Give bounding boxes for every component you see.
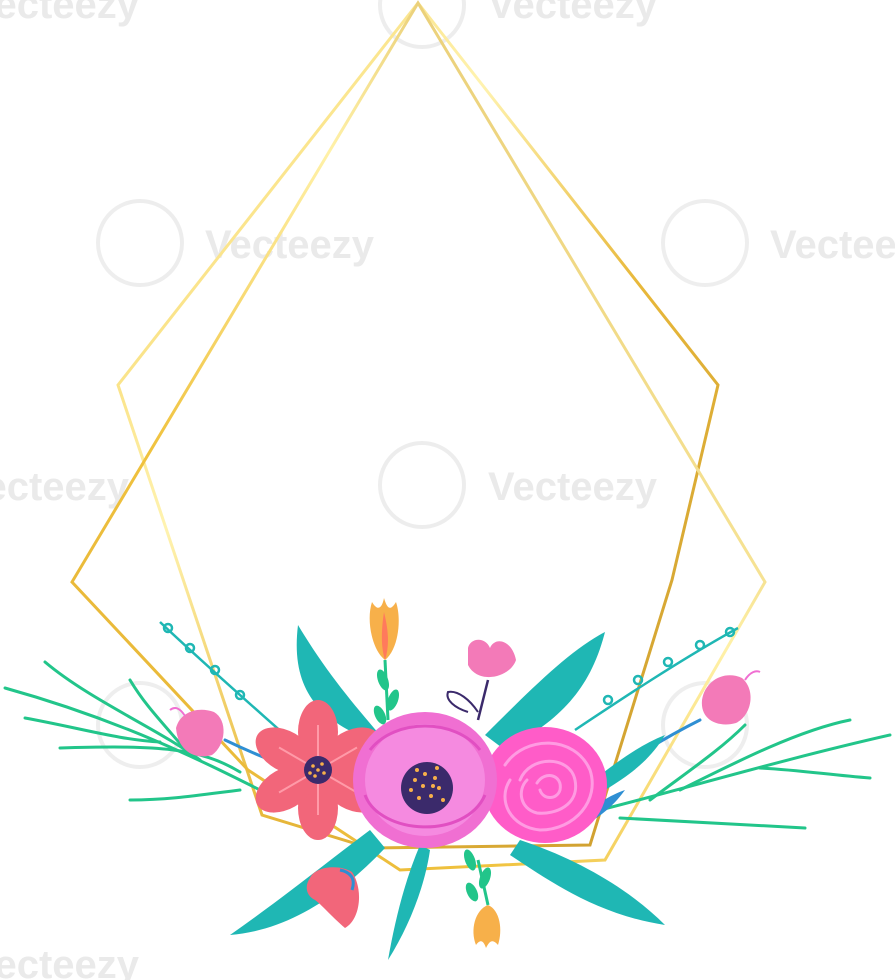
leaf-left-upper xyxy=(296,625,380,740)
watermark-text-5: Vecteezy xyxy=(488,0,658,27)
tulip-bud-left xyxy=(169,707,224,757)
leaf-right-upper xyxy=(485,632,605,750)
watermark-text-6: Vecteezy xyxy=(0,0,140,27)
coral-bud xyxy=(306,867,360,928)
right-grass-leaves xyxy=(598,718,892,830)
gold-frame-outer xyxy=(116,0,720,850)
watermark-text-1: Vecteezy xyxy=(205,223,375,267)
leaf-bottom-center xyxy=(388,845,430,960)
floral-bouquet xyxy=(3,598,892,960)
gold-frame xyxy=(70,0,767,872)
watermark-text-3: Vecteezy xyxy=(488,465,658,509)
orange-bud-top xyxy=(369,598,399,721)
leaf-left-lower xyxy=(230,830,385,935)
vine-left xyxy=(159,621,286,736)
gold-frame-inner xyxy=(70,0,767,872)
rose-flower xyxy=(483,727,607,843)
tulip-bud-top xyxy=(446,639,516,721)
watermark-text-2: Vecteezy xyxy=(770,223,895,267)
left-grass-leaves xyxy=(3,660,262,802)
watermark-text-7: Vecteezy xyxy=(0,943,140,980)
teal-leaves xyxy=(230,625,665,960)
leaf-right-mid xyxy=(600,735,665,790)
orange-bud-bottom xyxy=(473,859,501,948)
ranunculus-flower xyxy=(353,712,497,848)
watermark-text-4: Vecteezy xyxy=(0,465,130,509)
tulip-bud-right xyxy=(701,670,761,725)
watermark-logo-icon xyxy=(96,0,749,769)
leaf-right-lower xyxy=(510,840,665,925)
vine-right xyxy=(574,626,739,732)
